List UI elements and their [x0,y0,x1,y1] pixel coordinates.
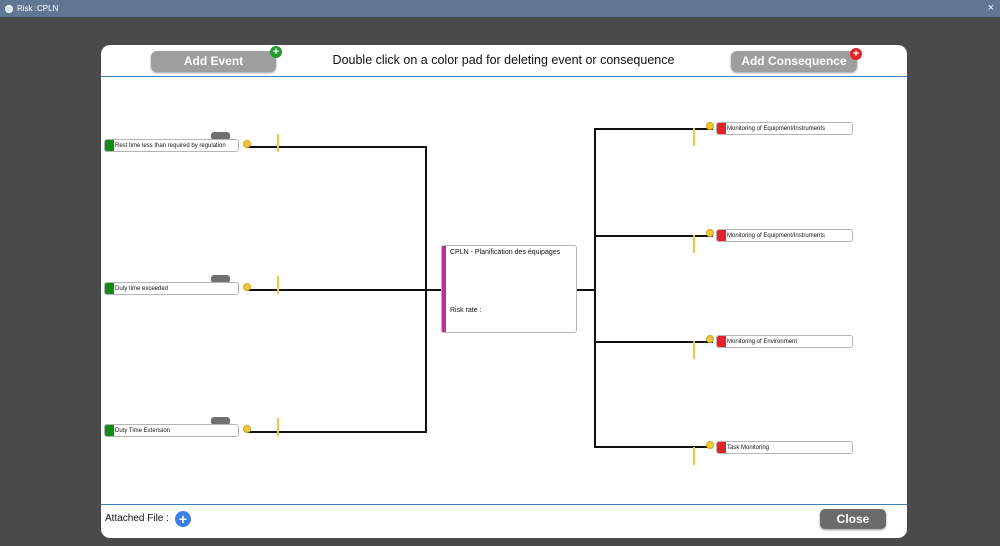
add-event-plus-icon[interactable]: + [270,46,282,58]
risk-color-bar [442,246,446,332]
consequence-label: Monitoring of Equipment/Instruments [727,126,826,132]
attach-file-plus-icon[interactable]: + [175,511,191,527]
window-title: Risk :CPLN [17,4,59,13]
consequence-node[interactable]: Task Monitoring [716,441,853,454]
coin-icon[interactable] [706,122,714,130]
footer-divider [101,504,907,505]
close-button[interactable]: Close [820,509,886,529]
event-handle[interactable] [211,132,230,140]
attached-file-label: Attached File : [105,513,169,524]
risk-box[interactable]: CPLN - Planification des équipages Risk … [441,245,577,333]
coin-icon[interactable] [706,441,714,449]
event-handle[interactable] [211,417,230,425]
barrier-marker [693,235,695,253]
coin-icon[interactable] [243,140,251,148]
barrier-marker [693,128,695,146]
coin-icon[interactable] [706,335,714,343]
risk-title: CPLN - Planification des équipages [450,249,561,256]
event-node[interactable]: Duty Time Extension [104,424,239,437]
barrier-marker [277,276,279,294]
consequence-node[interactable]: Monitoring of Equipment/Instruments [716,229,853,242]
add-event-button[interactable]: Add Event [151,51,276,72]
consequence-label: Monitoring of Equipment/Instruments [727,233,826,239]
window-close-icon[interactable]: × [987,2,994,14]
risk-rate-label: Risk rate : [450,307,482,314]
add-consequence-plus-icon[interactable]: + [850,48,862,60]
coin-icon[interactable] [243,283,251,291]
event-handle[interactable] [211,275,230,283]
consequence-color-pad[interactable] [717,336,726,347]
app-icon [5,4,13,13]
header-divider [101,76,907,77]
barrier-marker [693,341,695,359]
coin-icon[interactable] [243,425,251,433]
consequence-color-pad[interactable] [717,442,726,453]
event-node[interactable]: Rest time less than required by regulati… [104,139,239,152]
window-titlebar: Risk :CPLN × [0,0,1000,17]
event-color-pad[interactable] [105,425,114,436]
event-color-pad[interactable] [105,283,114,294]
event-color-pad[interactable] [105,140,114,151]
barrier-marker [277,418,279,436]
consequence-color-pad[interactable] [717,123,726,134]
event-label: Rest time less than required by regulati… [115,143,226,149]
bowtie-dialog: Add Event + Double click on a color pad … [101,45,907,538]
consequence-node[interactable]: Monitoring of Equipment/Instruments [716,122,853,135]
barrier-marker [277,134,279,152]
add-consequence-button[interactable]: Add Consequence [731,51,857,72]
event-label: Duty time exceeded [115,286,169,292]
consequence-label: Task Monitoring [727,445,770,451]
barrier-marker [693,447,695,465]
consequence-node[interactable]: Monitoring of Environment [716,335,853,348]
consequence-color-pad[interactable] [717,230,726,241]
event-label: Duty Time Extension [115,428,171,434]
instruction-text: Double click on a color pad for deleting… [332,53,675,67]
event-node[interactable]: Duty time exceeded [104,282,239,295]
coin-icon[interactable] [706,229,714,237]
consequence-label: Monitoring of Environment [727,339,798,345]
